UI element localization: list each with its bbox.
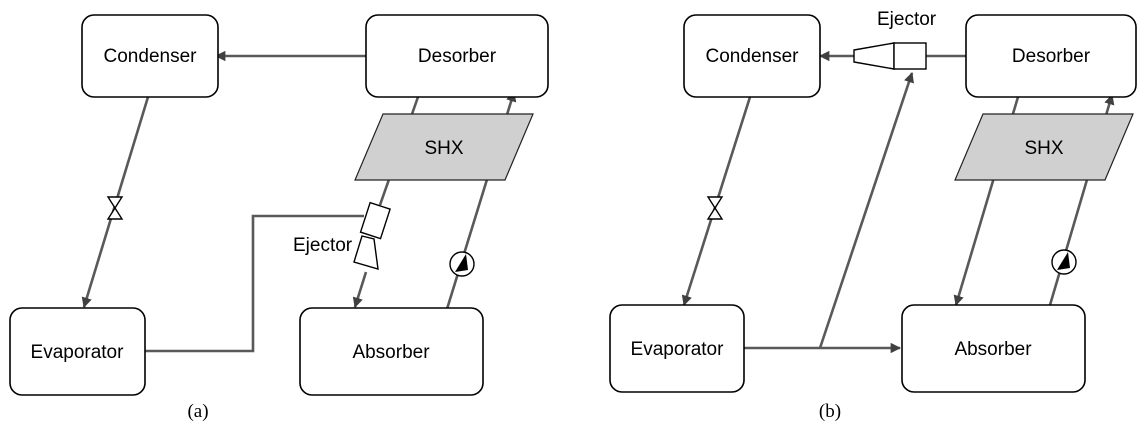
absorber-label: Absorber xyxy=(954,339,1032,360)
caption-b: (b) xyxy=(819,401,841,422)
shx-label: SHX xyxy=(1024,138,1063,159)
evaporator-label: Evaporator xyxy=(31,342,125,363)
shx-heat-exchanger xyxy=(354,113,534,181)
condenser-box xyxy=(81,14,219,98)
evaporator-box xyxy=(9,307,146,396)
caption-a: (a) xyxy=(187,401,208,422)
desorber-box xyxy=(965,14,1137,98)
expansion-valve-icon xyxy=(106,196,124,220)
desorber-label: Desorber xyxy=(418,46,497,67)
pump-icon xyxy=(1051,249,1077,275)
ejector-icon xyxy=(353,201,391,270)
condenser-box xyxy=(683,14,821,98)
absorber-box xyxy=(299,307,484,396)
condenser-label: Condenser xyxy=(104,46,198,67)
panel-b: SHX Condenser Desorber Evaporator Absorb… xyxy=(609,9,1137,422)
shx-label: SHX xyxy=(424,138,463,159)
desorber-label: Desorber xyxy=(1012,46,1091,67)
desorber-box xyxy=(365,14,549,98)
ejector-to-absorber-line xyxy=(352,271,368,308)
panel-a: SHX Condenser Desorber Evaporator Absorb… xyxy=(9,14,549,422)
pump-icon xyxy=(449,251,475,277)
absorber-box xyxy=(901,304,1086,393)
ejector-label: Ejector xyxy=(293,235,353,256)
condenser-label: Condenser xyxy=(706,46,800,67)
absorber-label: Absorber xyxy=(352,342,430,363)
expansion-valve-icon xyxy=(706,196,724,220)
ejector-label: Ejector xyxy=(877,9,937,30)
evaporator-to-ejector-line xyxy=(145,214,364,353)
shx-heat-exchanger xyxy=(954,113,1134,181)
evaporator-to-ejector-line xyxy=(818,72,914,349)
ejector-icon xyxy=(853,42,927,70)
evaporator-box xyxy=(609,304,745,393)
evaporator-label: Evaporator xyxy=(631,339,725,360)
